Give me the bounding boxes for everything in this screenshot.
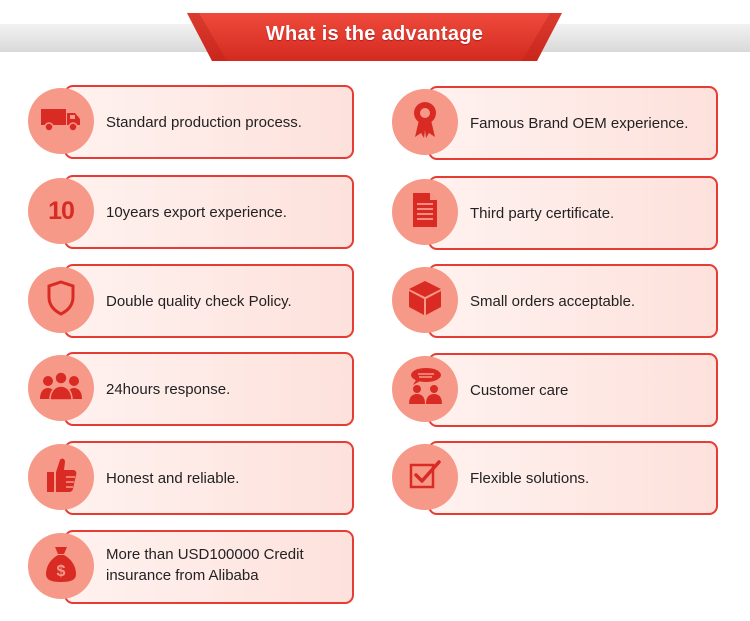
advantage-label: Small orders acceptable. xyxy=(470,292,636,310)
advantage-label: Famous Brand OEM experience. xyxy=(470,114,689,132)
certificate-document-icon xyxy=(411,191,439,234)
box-icon xyxy=(407,279,443,322)
advantage-card-response: 24hours response. xyxy=(28,352,354,426)
number-10-icon: 10 xyxy=(48,196,75,225)
advantage-label: Customer care xyxy=(470,381,569,399)
advantage-card-export: 10 10years export experience. xyxy=(28,175,354,249)
advantage-card-credit: $ More than USD100000 Credit insurance f… xyxy=(28,530,354,604)
advantage-label-line: More than USD100000 Credit xyxy=(106,546,304,563)
advantage-card-quality: Double quality check Policy. xyxy=(28,264,354,338)
advantage-card-production: Standard production process. xyxy=(28,85,354,159)
advantage-card-small-orders: Small orders acceptable. xyxy=(392,264,718,338)
advantage-card-flexible: Flexible solutions. xyxy=(392,441,718,515)
advantage-label: Third party certificate. xyxy=(470,204,615,222)
advantage-card-certificate: Third party certificate. xyxy=(392,176,718,250)
advantage-label: Honest and reliable. xyxy=(106,469,240,487)
team-icon xyxy=(38,370,84,407)
advantage-label: Flexible solutions. xyxy=(470,469,590,487)
page-title: What is the advantage xyxy=(265,23,484,45)
advantage-label: Standard production process. xyxy=(106,113,302,131)
header-banner: What is the advantage xyxy=(187,13,562,61)
checkbox-icon xyxy=(408,458,442,497)
advantage-label: Double quality check Policy. xyxy=(106,292,292,310)
advantage-label-line: insurance from Alibaba xyxy=(106,567,259,584)
svg-text:$: $ xyxy=(57,563,66,580)
truck-icon xyxy=(40,105,82,138)
advantage-label: 24hours response. xyxy=(106,380,231,398)
advantage-card-oem: Famous Brand OEM experience. xyxy=(392,86,718,160)
thumbs-up-icon xyxy=(44,456,78,499)
award-ribbon-icon xyxy=(410,100,440,145)
advantage-card-honest: Honest and reliable. xyxy=(28,441,354,515)
shield-icon xyxy=(46,279,76,321)
advantage-label: More than USD100000 Credit insurance fro… xyxy=(106,528,346,602)
money-bag-icon: $ xyxy=(44,544,78,589)
advantage-card-customer-care: Customer care xyxy=(392,353,718,427)
customer-care-icon xyxy=(404,366,446,413)
advantage-label: 10years export experience. xyxy=(106,203,287,221)
